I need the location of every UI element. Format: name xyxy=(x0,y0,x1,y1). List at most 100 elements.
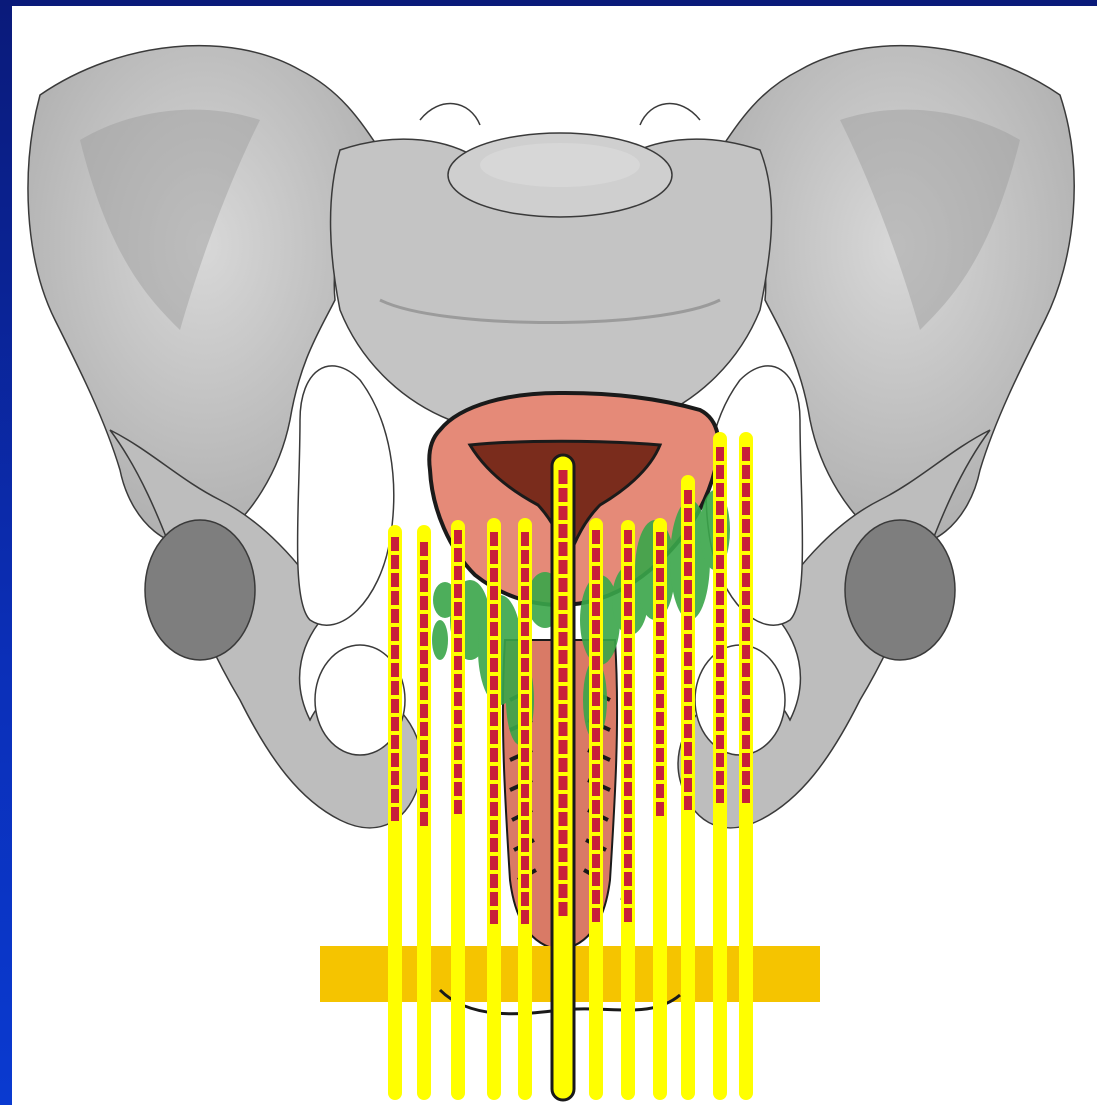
radioactive-seed xyxy=(391,645,399,659)
radioactive-seed xyxy=(624,800,632,814)
radioactive-seed xyxy=(592,746,600,760)
radioactive-seed xyxy=(684,580,692,594)
radioactive-seed xyxy=(454,782,462,796)
radioactive-seed xyxy=(592,674,600,688)
radioactive-seed xyxy=(420,776,428,790)
radioactive-seed xyxy=(454,692,462,706)
radioactive-seed xyxy=(684,508,692,522)
radioactive-seed xyxy=(559,758,568,772)
radioactive-seed xyxy=(559,614,568,628)
radioactive-seed xyxy=(684,724,692,738)
radioactive-seed xyxy=(592,584,600,598)
radioactive-seed xyxy=(559,866,568,880)
radioactive-seed xyxy=(420,560,428,574)
radioactive-seed xyxy=(521,550,529,564)
radioactive-seed xyxy=(490,748,498,762)
radioactive-seed xyxy=(592,710,600,724)
radioactive-seed xyxy=(624,728,632,742)
radioactive-seed xyxy=(490,838,498,852)
radioactive-seed xyxy=(592,692,600,706)
radioactive-seed xyxy=(391,789,399,803)
radioactive-seed xyxy=(420,686,428,700)
radioactive-seed xyxy=(592,764,600,778)
radioactive-seed xyxy=(559,704,568,718)
radioactive-seed xyxy=(521,820,529,834)
radioactive-seed xyxy=(559,686,568,700)
radioactive-seed xyxy=(684,778,692,792)
interstitial-needle xyxy=(417,525,431,1100)
radioactive-seed xyxy=(490,568,498,582)
radioactive-seed xyxy=(391,699,399,713)
radioactive-seed xyxy=(454,620,462,634)
radioactive-seed xyxy=(454,656,462,670)
radioactive-seed xyxy=(521,766,529,780)
radioactive-seed xyxy=(391,609,399,623)
radioactive-seed xyxy=(624,692,632,706)
radioactive-seed xyxy=(420,794,428,808)
radioactive-seed xyxy=(391,681,399,695)
radioactive-seed xyxy=(521,586,529,600)
radioactive-seed xyxy=(716,501,724,515)
radioactive-seed xyxy=(742,501,750,515)
radioactive-seed xyxy=(684,616,692,630)
radioactive-seed xyxy=(521,622,529,636)
radioactive-seed xyxy=(454,746,462,760)
radioactive-seed xyxy=(656,640,664,654)
radioactive-seed xyxy=(592,890,600,904)
radioactive-seed xyxy=(592,566,600,580)
interstitial-needle xyxy=(681,475,695,1100)
radioactive-seed xyxy=(592,656,600,670)
radioactive-seed xyxy=(624,602,632,616)
radioactive-seed xyxy=(559,542,568,556)
radioactive-seed xyxy=(684,688,692,702)
radioactive-seed xyxy=(624,710,632,724)
radioactive-seed xyxy=(716,699,724,713)
radioactive-seed xyxy=(742,663,750,677)
radioactive-seed xyxy=(742,609,750,623)
radioactive-seed xyxy=(521,658,529,672)
radioactive-seed xyxy=(716,735,724,749)
radioactive-seed xyxy=(592,728,600,742)
left-acetabulum xyxy=(145,520,255,660)
radioactive-seed xyxy=(716,573,724,587)
radioactive-seed xyxy=(490,784,498,798)
radioactive-seed xyxy=(716,519,724,533)
radioactive-seed xyxy=(592,872,600,886)
radioactive-seed xyxy=(420,578,428,592)
interstitial-needle xyxy=(451,520,465,1100)
radioactive-seed xyxy=(454,584,462,598)
radioactive-seed xyxy=(592,854,600,868)
radioactive-seed xyxy=(559,848,568,862)
radioactive-seed xyxy=(624,566,632,580)
radioactive-seed xyxy=(490,874,498,888)
radioactive-seed xyxy=(391,753,399,767)
radioactive-seed xyxy=(656,766,664,780)
radioactive-seed xyxy=(716,447,724,461)
radioactive-seed xyxy=(716,483,724,497)
radioactive-seed xyxy=(454,764,462,778)
radioactive-seed xyxy=(391,717,399,731)
radioactive-seed xyxy=(420,542,428,556)
radioactive-seed xyxy=(716,663,724,677)
radioactive-seed xyxy=(592,602,600,616)
radioactive-seed xyxy=(420,812,428,826)
interstitial-needle xyxy=(713,432,727,1100)
radioactive-seed xyxy=(559,812,568,826)
interstitial-needle xyxy=(653,518,667,1100)
radioactive-seed xyxy=(490,532,498,546)
radioactive-seed xyxy=(391,591,399,605)
radioactive-seed xyxy=(684,490,692,504)
radioactive-seed xyxy=(742,591,750,605)
radioactive-seed xyxy=(624,872,632,886)
radioactive-seed xyxy=(624,656,632,670)
radioactive-seed xyxy=(684,562,692,576)
radioactive-seed xyxy=(716,591,724,605)
radioactive-seed xyxy=(391,573,399,587)
radioactive-seed xyxy=(420,632,428,646)
radioactive-seed xyxy=(624,548,632,562)
radioactive-seed xyxy=(454,638,462,652)
radioactive-seed xyxy=(656,586,664,600)
radioactive-seed xyxy=(391,663,399,677)
radioactive-seed xyxy=(559,488,568,502)
radioactive-seed xyxy=(391,771,399,785)
